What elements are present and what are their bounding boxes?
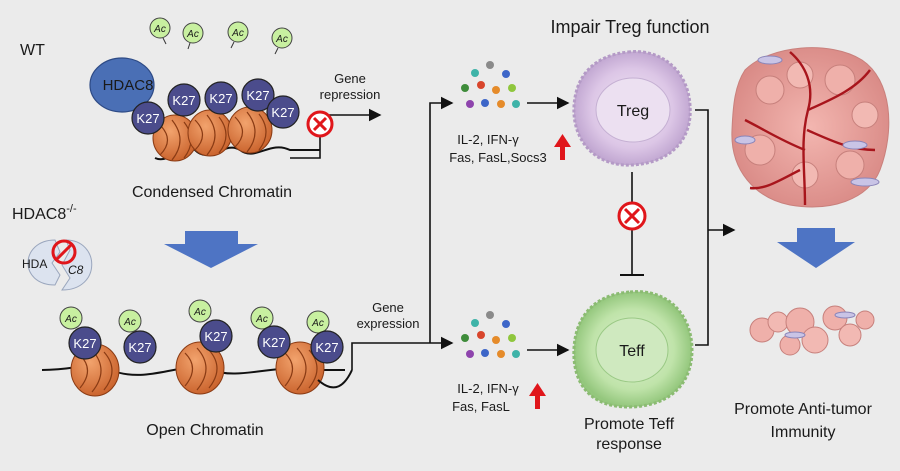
k27-label: K27 [128,340,151,355]
k27-residues: K27 K27 K27 K27 K27 [131,78,300,135]
nucleosome [227,106,273,154]
outcome-arrow [777,228,855,268]
ac-label: Ac [186,29,199,40]
tumor-large [731,47,890,208]
k27-label: K27 [246,88,269,103]
bottom-cytokines-line1: IL-2, IFN-γ [457,381,519,396]
k27-label: K27 [73,336,96,351]
k27-label: K27 [209,91,232,106]
promote-teff-line1: Promote Teff [584,416,675,433]
up-arrow-icon [529,383,546,409]
k27-label: K27 [262,335,285,350]
k27-label: K27 [172,93,195,108]
merge-bracket [695,109,709,346]
gene-expression-line1: Gene [372,300,404,315]
gene-expression-line2: expression [357,316,420,331]
condensed-caption: Condensed Chromatin [132,184,292,201]
k27-label: K27 [204,329,227,344]
cytokine-cluster-bottom [461,311,520,358]
teff-cell: Teff [572,290,694,409]
tumor-small [749,305,875,356]
ko-label-sup: -/- [66,203,77,215]
k27-label: K27 [136,111,159,126]
promote-antitumor-line1: Promote Anti-tumor [734,401,873,418]
block-icon [306,110,334,138]
bottom-cytokines-line2: Fas, FasL [452,399,510,414]
k27-label: K27 [315,340,338,355]
open-chromatin: Ac K27 Ac K27 Ac K27 Ac K27 Ac K27 [41,299,353,397]
ac-label: Ac [153,24,166,35]
block-icon [51,239,77,265]
wt-label: WT [20,42,45,59]
repression-arrow [290,108,382,159]
acetylated-k27: Ac K27 Ac K27 Ac K27 Ac K27 Ac K27 [59,299,344,364]
ac-label: Ac [311,318,324,329]
hdac8-enzyme [89,57,155,113]
up-arrow-icon [554,134,571,160]
ac-label: Ac [275,34,288,45]
ko-label: HDAC8-/- [12,203,77,223]
nucleosome [175,341,225,395]
hdac8-broken-right: C8 [68,263,84,277]
block-icon [617,201,647,231]
ac-label: Ac [123,317,136,328]
hdac8-broken-left: HDA [22,257,47,271]
treg-label: Treg [617,103,649,120]
nucleosome [187,109,233,157]
to-top-cytokines-arrow [429,96,454,343]
ac-label: Ac [255,314,268,325]
ac-label: Ac [193,307,206,318]
k27-label: K27 [271,105,294,120]
ko-label-base: HDAC8 [12,206,66,223]
cytokine-cluster-top [461,61,520,108]
transition-arrow [164,231,258,268]
promote-antitumor-line2: Immunity [771,424,836,441]
expression-connector [351,342,430,370]
promote-teff-line2: response [596,436,662,453]
open-caption: Open Chromatin [146,422,263,439]
free-acetyl-groups: Ac Ac Ac Ac [149,17,293,55]
treg-cell: Treg [572,50,692,167]
top-cytokines-line2: Fas, FasL,Socs3 [449,150,547,165]
top-cytokines-line1: IL-2, IFN-γ [457,132,519,147]
teff-label: Teff [619,343,645,360]
gene-repression-line1: Gene [334,71,366,86]
ac-label: Ac [64,314,77,325]
condensed-chromatin: HDAC8 K27 K27 K27 K27 K27 [89,57,320,162]
nucleosome [275,341,325,395]
broken-hdac8: HDA C8 [22,239,93,291]
hdac8-label: HDAC8 [103,77,154,94]
title: Impair Treg function [550,17,709,37]
ac-label: Ac [231,28,244,39]
gene-repression-line2: repression [320,87,381,102]
